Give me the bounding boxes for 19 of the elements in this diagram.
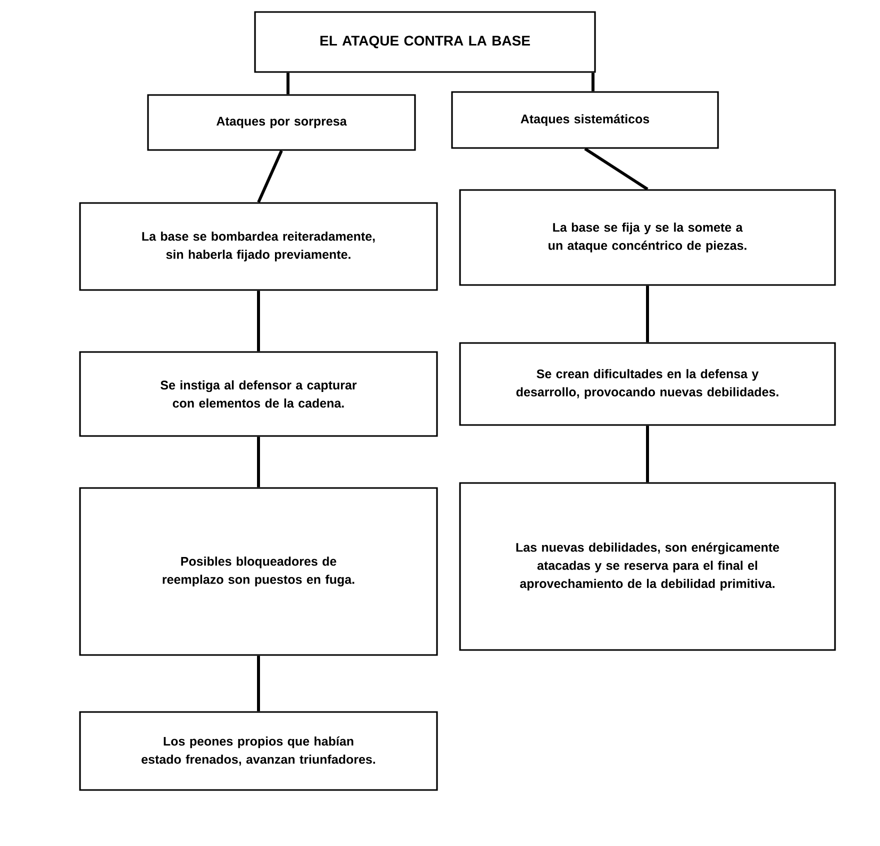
connector-line bbox=[646, 286, 649, 342]
text-box: Ataques por sorpresa bbox=[147, 94, 416, 151]
title-box: EL ATAQUE CONTRA LA BASE bbox=[254, 11, 596, 73]
connector-line bbox=[286, 72, 290, 94]
connector-line bbox=[646, 426, 649, 482]
connector-line bbox=[584, 148, 648, 190]
connector-line bbox=[257, 290, 260, 352]
text-box: Posibles bloqueadores de reemplazo son puestos en fuga. bbox=[79, 487, 438, 656]
text-box: La base se bombardea reiteradamente, sin haberla fijado previamente. bbox=[79, 202, 438, 291]
text-box: Los peones propios que habían estado frenados, avanzan triunfadores. bbox=[79, 711, 438, 791]
text-box: Se instiga al defensor a capturar con elementos de la cadena. bbox=[79, 351, 438, 437]
text-box: Ataques sistemáticos bbox=[451, 91, 719, 149]
connector-line bbox=[592, 72, 594, 92]
text-box: Las nuevas debilidades, son enérgicamente atacadas y se reserva para el final el aprovechamiento de la debilidad primitiva. bbox=[459, 482, 836, 651]
text-box: Se crean dificultades en la defensa y desarrollo, provocando nuevas debilidades. bbox=[459, 342, 836, 426]
connector-line bbox=[257, 436, 260, 488]
text-box: La base se fija y se la somete a un ataque concéntrico de piezas. bbox=[459, 189, 836, 286]
connector-line bbox=[257, 656, 260, 712]
connector-line bbox=[257, 150, 283, 203]
